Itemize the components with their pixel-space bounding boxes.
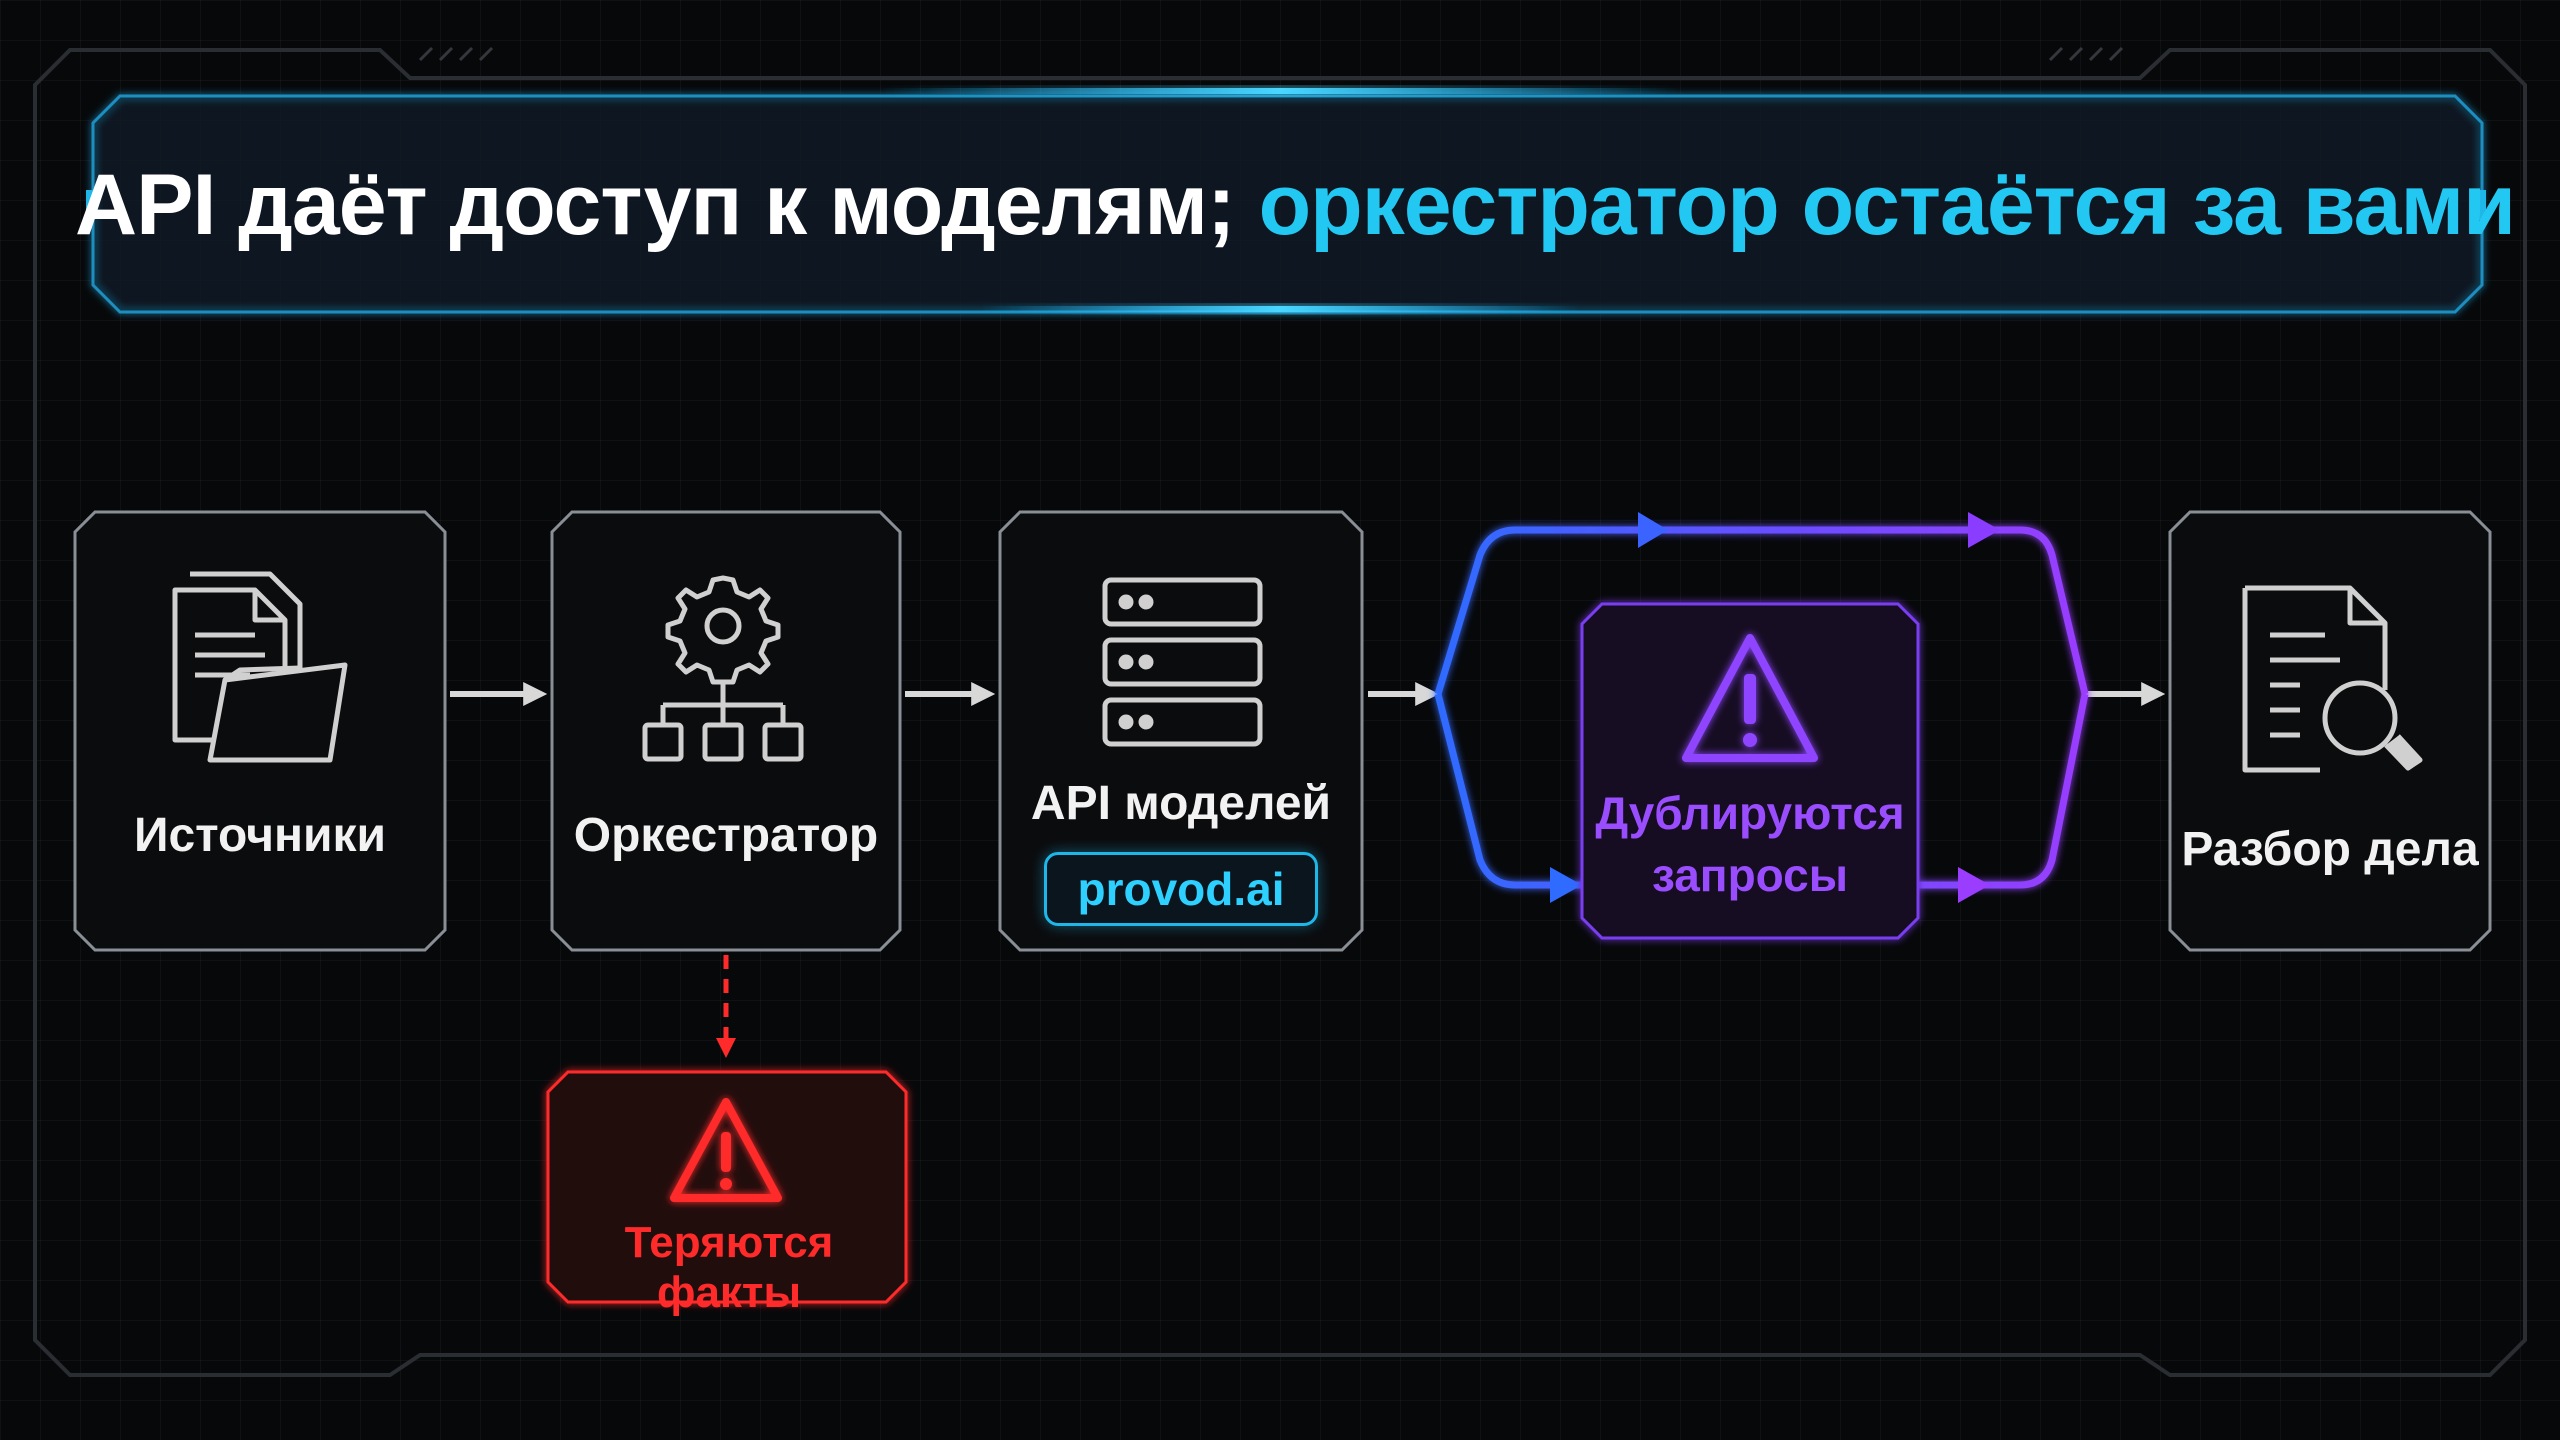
node-box-models-api <box>998 510 1364 952</box>
node-label-case-review: Разбор дела <box>2181 823 2479 876</box>
document-search-icon <box>2242 585 2423 773</box>
node-label-models-api: API моделей <box>1030 777 1332 830</box>
node-label-orchestrator: Оркестратор <box>573 809 879 862</box>
node-label-sources: Источники <box>133 809 387 862</box>
duplicate-requests-box <box>1580 602 1920 940</box>
warning-triangle-icon <box>1682 634 1818 762</box>
node-box-orchestrator <box>550 510 902 952</box>
gear-hierarchy-icon <box>642 575 804 762</box>
title-part-white: API даёт доступ к моделям; <box>75 156 1236 253</box>
outer-frame <box>33 48 2527 1377</box>
title-panel <box>86 88 2486 314</box>
documents-icon <box>172 571 348 763</box>
provider-chip: provod.ai <box>1044 852 1318 926</box>
warning-triangle-icon <box>670 1098 782 1202</box>
title-part-cyan: оркестратор остаётся за вами <box>1258 156 2516 253</box>
warning-label-facts-lost: Теряются факты <box>624 1218 834 1317</box>
page-title: API даёт доступ к моделям; оркестратор о… <box>75 140 2516 270</box>
warning-line-2: запросы <box>1651 849 1849 901</box>
server-icon <box>1102 577 1263 747</box>
warning-line-1: Дублируются <box>1595 787 1905 839</box>
frame-hatch-marks <box>418 46 2124 62</box>
warning-label-duplicate-requests: Дублируются запросы <box>1582 782 1918 912</box>
branch-arrowheads <box>1550 512 2000 903</box>
